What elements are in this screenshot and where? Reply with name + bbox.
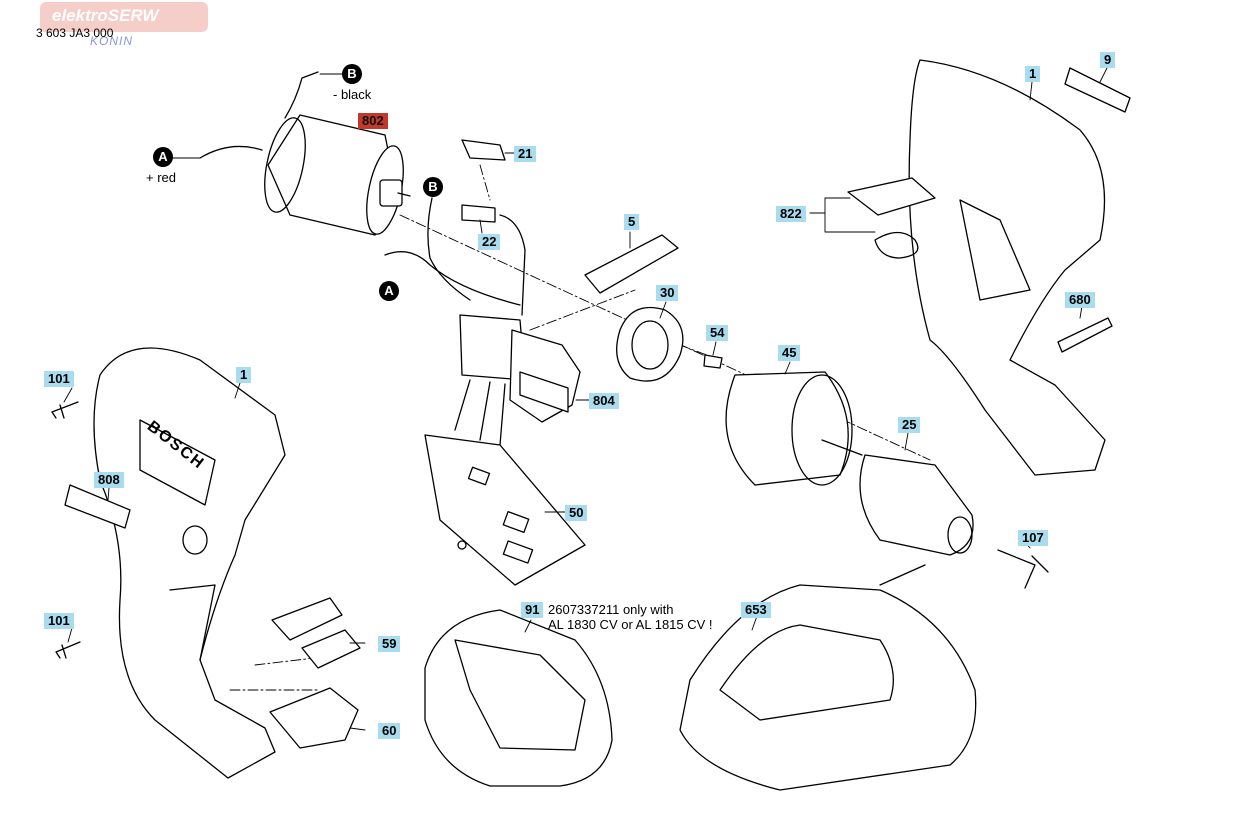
part-label-101-top: 101 bbox=[44, 371, 74, 387]
charger-91-drawing bbox=[424, 609, 613, 787]
part-label-822: 822 bbox=[776, 206, 806, 222]
part-label-808: 808 bbox=[94, 472, 124, 488]
part-label-1-right: 1 bbox=[1025, 66, 1041, 82]
part-label-22: 22 bbox=[478, 234, 501, 250]
gearbox-chuck-drawing bbox=[725, 371, 1049, 589]
connector-a-marker: A bbox=[153, 147, 173, 167]
charger-91-note: 2607337211 only with AL 1830 CV or AL 18… bbox=[548, 602, 713, 632]
part-label-54: 54 bbox=[706, 325, 729, 341]
part-label-59: 59 bbox=[378, 636, 401, 652]
diagram-id: 3 603 JA3 000 bbox=[36, 26, 114, 40]
watermark-badge bbox=[40, 2, 208, 32]
part-label-802: 802 bbox=[358, 113, 388, 129]
part-label-21: 21 bbox=[514, 146, 537, 162]
part-label-91: 91 bbox=[521, 602, 544, 618]
watermark-city: KONIN bbox=[90, 34, 134, 48]
part-label-45: 45 bbox=[778, 345, 801, 361]
right-housing-drawing bbox=[847, 59, 1131, 476]
part-label-9: 9 bbox=[1100, 52, 1116, 68]
red-wire-label: + red bbox=[146, 170, 176, 185]
small-parts-drawing bbox=[461, 139, 723, 382]
switch-drawing bbox=[384, 197, 581, 446]
part-label-653: 653 bbox=[741, 602, 771, 618]
watermark-brand: elektroSERW bbox=[52, 6, 159, 25]
circuit-board-drawing bbox=[424, 434, 586, 586]
connector-b-marker-switch: B bbox=[423, 177, 443, 197]
part-label-30: 30 bbox=[656, 285, 679, 301]
part-label-1-left: 1 bbox=[236, 367, 252, 383]
part-label-5: 5 bbox=[624, 214, 640, 230]
part-label-804: 804 bbox=[589, 393, 619, 409]
leader-lines bbox=[63, 67, 1108, 731]
part-label-60: 60 bbox=[378, 723, 401, 739]
part-label-680: 680 bbox=[1065, 292, 1095, 308]
black-wire-label: - black bbox=[333, 87, 372, 102]
left-housing-drawing bbox=[93, 347, 286, 779]
part-label-25: 25 bbox=[898, 417, 921, 433]
cover-parts-drawing bbox=[269, 597, 361, 749]
connector-a-marker-switch: A bbox=[379, 281, 399, 301]
part-label-50: 50 bbox=[565, 505, 588, 521]
screws-label-drawing bbox=[51, 401, 131, 659]
charger-653-drawing bbox=[679, 564, 977, 791]
connector-b-marker: B bbox=[342, 64, 362, 84]
part-label-107: 107 bbox=[1018, 530, 1048, 546]
motor-drawing bbox=[199, 71, 411, 236]
part-label-101-bottom: 101 bbox=[44, 613, 74, 629]
